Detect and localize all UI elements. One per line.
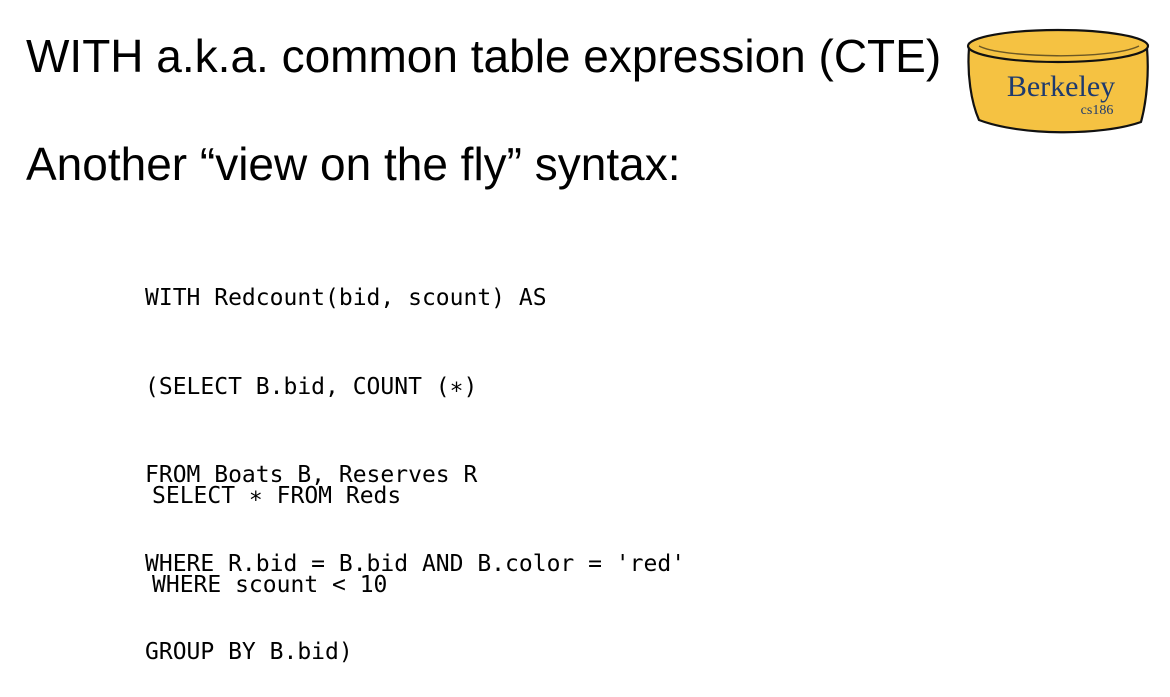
code-line: WITH Redcount(bid, scount) AS: [145, 285, 547, 311]
code-line: WHERE scount < 10: [152, 571, 388, 598]
code-line: SELECT ∗ FROM Reds: [152, 483, 402, 509]
code-line: GROUP BY B.bid): [145, 639, 353, 665]
logo-cylinder-body: [967, 46, 1149, 134]
slide-title: WITH a.k.a. common table expression (CTE…: [26, 30, 942, 82]
code-line: FROM Boats B, Reserves R: [145, 462, 478, 488]
berkeley-cs186-logo: Berkeley cs186: [966, 28, 1150, 134]
code-line: (SELECT B.bid, COUNT (∗): [145, 373, 478, 400]
logo-wordmark: Berkeley: [1007, 70, 1115, 103]
logo-cylinder-top: [966, 28, 1150, 64]
logo-course: cs186: [1081, 103, 1114, 118]
slide-subtitle: Another “view on the fly” syntax:: [26, 138, 681, 190]
sql-code-query: SELECT ∗ FROM Reds WHERE scount < 10: [152, 423, 401, 630]
